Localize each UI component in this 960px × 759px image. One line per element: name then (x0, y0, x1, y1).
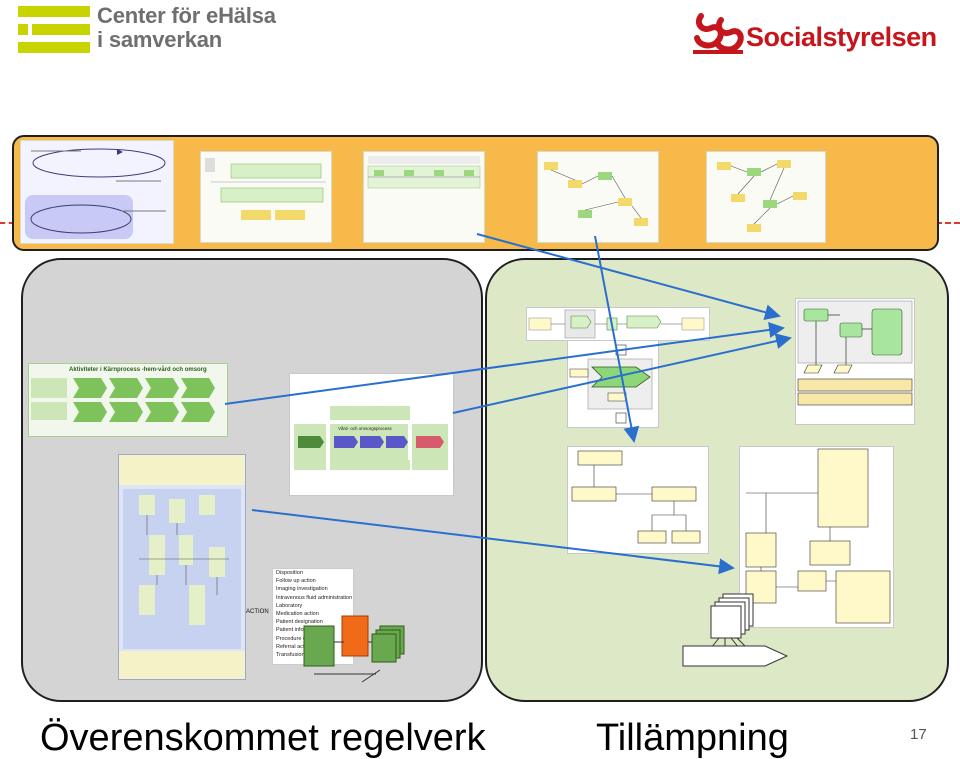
action-item: Transfusion (276, 652, 305, 659)
arrow-process-to-swimlane (476, 233, 781, 321)
dashed-divider-right (936, 222, 960, 224)
arrow-careprocess-to-swimlane (452, 333, 792, 414)
reference-architecture-icons (303, 615, 405, 683)
page-number: 17 (910, 726, 927, 743)
concept-model-card (567, 446, 709, 554)
action-types-list: Disposition Follow up action Imaging inv… (272, 568, 354, 665)
process-thumbnail-1 (20, 140, 174, 244)
action-item: Patient information (276, 627, 322, 634)
action-item: Medication action (276, 611, 319, 618)
information-model-card (118, 454, 246, 680)
left-caption: Överenskommet regelverk (40, 717, 486, 759)
arrow-infomodel-to-classdiagram (251, 509, 735, 575)
arrow-process-to-concept (594, 235, 640, 443)
process-thumbnail-3 (363, 151, 485, 243)
process-thumbnail-2 (200, 151, 332, 243)
dashed-divider-left (0, 222, 14, 224)
activity-overview-card: Aktiviteter i Kärnprocess -hem-vård och … (28, 363, 228, 437)
activity-card-title: Aktiviteter i Kärnprocess -hem-vård och … (69, 367, 207, 373)
action-item: Intravenous fluid administration (276, 594, 353, 601)
socialstyrelsen-logo-text: Socialstyrelsen (746, 22, 937, 52)
arrow-activities-to-swimlane (224, 321, 785, 405)
action-item: Laboratory (276, 602, 303, 609)
action-item: Disposition (276, 570, 303, 576)
action-item: Procedure order (276, 635, 316, 642)
action-item: Patient designation (276, 619, 323, 626)
care-process-label: Vård- och omsorgsprocess (338, 426, 392, 431)
swimlane-diagram-card (795, 298, 915, 425)
output-documents-icon (682, 593, 789, 667)
action-item: Imaging investigation (276, 586, 328, 593)
process-thumbnail-5 (706, 151, 826, 243)
right-caption: Tillämpning (596, 717, 789, 759)
ehalsa-logo-text: Center för eHälsa i samverkan (97, 3, 276, 52)
action-item: Referral actions (276, 643, 315, 650)
action-item: Follow up action (276, 578, 316, 585)
process-thumbnail-4 (537, 151, 659, 243)
action-label: ACTION (246, 609, 269, 615)
care-process-card: Vård- och omsorgsprocess (289, 373, 454, 496)
socialstyrelsen-logo-mark (693, 13, 744, 54)
ehalsa-logo-mark (18, 6, 90, 53)
